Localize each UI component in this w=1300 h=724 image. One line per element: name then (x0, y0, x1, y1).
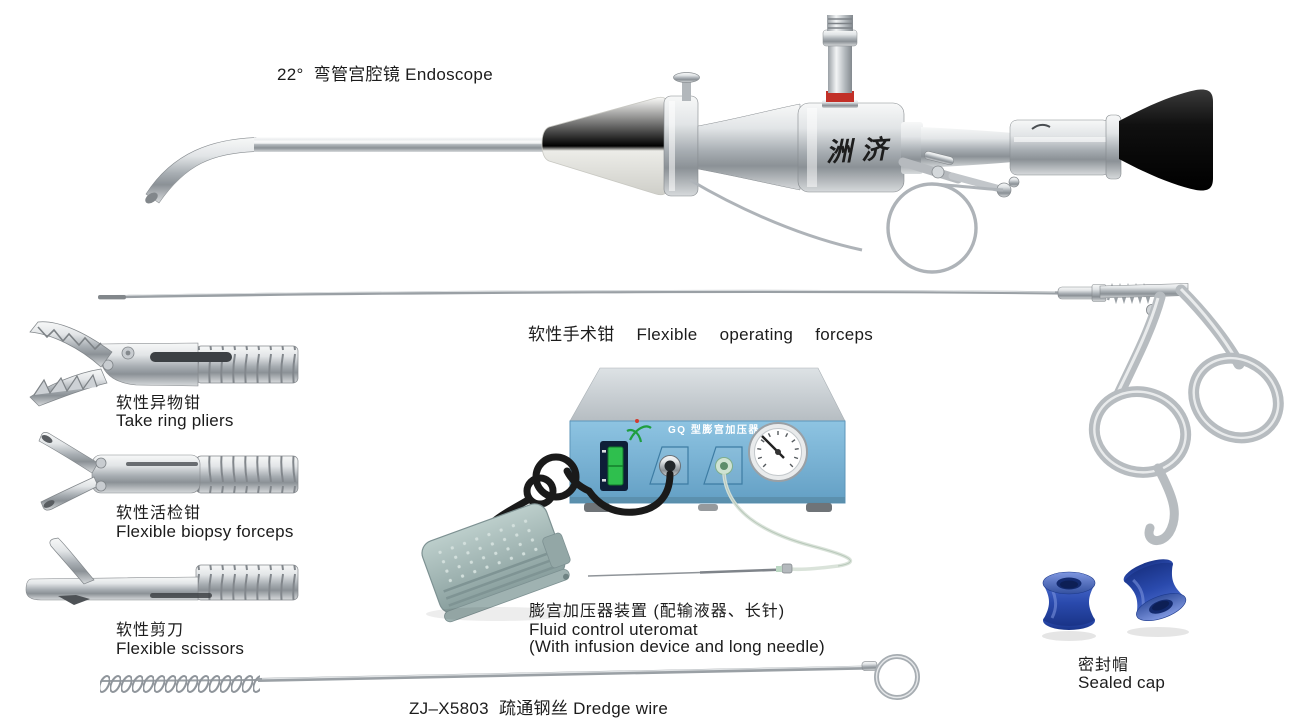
foot-pedal[interactable] (418, 498, 576, 623)
stopcock-arm (898, 151, 1020, 198)
uteromat-caption-zh: 膨宫加压器装置 (配输液器、长针) (529, 603, 786, 620)
forceps-flexible-shaft (99, 289, 1063, 299)
sealed-cap-caption-en: Sealed cap (1078, 673, 1166, 692)
thumbscrew-stem (682, 79, 691, 101)
forceps-handle (1088, 282, 1284, 546)
dredge-wire-caption: ZJ–X5803 疏通钢丝 Dredge wire (409, 699, 669, 718)
long-needle (587, 563, 793, 577)
power-switch[interactable] (600, 441, 628, 491)
light-post (822, 15, 858, 108)
pedal-cable (489, 453, 674, 526)
endoscope-brand-text: 洲济 (825, 135, 896, 168)
pressure-gauge (748, 422, 808, 482)
flexible-scissors-photo (25, 537, 299, 605)
scissors-upper-blade (49, 537, 95, 585)
take-ring-pliers-caption-en: Take ring pliers (116, 411, 234, 430)
flexible-scissors-caption-zh: 软性剪刀 (116, 622, 185, 639)
biopsy-forceps-caption-en: Flexible biopsy forceps (116, 522, 294, 541)
sealed-cap-upright (1042, 571, 1096, 630)
take-ring-pliers-photo (29, 321, 299, 407)
biopsy-forceps-caption-zh: 软性活检钳 (116, 505, 202, 522)
endoscope-caption: 22° 弯管宫腔镜 Endoscope (277, 65, 493, 84)
gauge-needle (761, 435, 785, 459)
uteromat-top-face (569, 367, 846, 422)
biopsy-lower-jaw (40, 476, 99, 511)
eyecup (1119, 89, 1213, 191)
panel-model-text: GQ 型膨宫加压器 (668, 423, 760, 436)
thumbscrew-head (673, 72, 700, 83)
biopsy-upper-jaw (38, 432, 99, 474)
endoscope-tip-opening (145, 192, 158, 204)
uteromat-caption-en2: (With infusion device and long needle) (529, 637, 825, 656)
take-ring-pliers-caption-zh: 软性异物钳 (116, 395, 202, 412)
uteromat-caption-en1: Fluid control uteromat (529, 620, 698, 639)
endoscope-curved-tube (145, 137, 257, 204)
biopsy-forceps-photo (38, 432, 299, 511)
sealed-cap-caption-zh: 密封帽 (1078, 657, 1130, 674)
endoscope-white-cone (541, 96, 668, 196)
brand-logo (626, 419, 652, 443)
sealed-caps-photo (1042, 559, 1189, 641)
uteromat-photo: GQ 型膨宫加压器 (418, 367, 853, 623)
handle-ring-left (1088, 386, 1192, 478)
dredge-wire-photo (100, 654, 920, 700)
handle-finger-hook (1144, 463, 1179, 546)
sealed-cap-tilted (1123, 559, 1187, 622)
endoscope-photo: 洲济 (145, 15, 1213, 274)
operating-forceps-caption: 软性手术钳 Flexible operating forceps (528, 325, 874, 344)
scope-cable-loop (689, 178, 1004, 274)
operating-forceps-photo (98, 282, 1284, 546)
flexible-scissors-caption-en: Flexible scissors (116, 639, 245, 658)
